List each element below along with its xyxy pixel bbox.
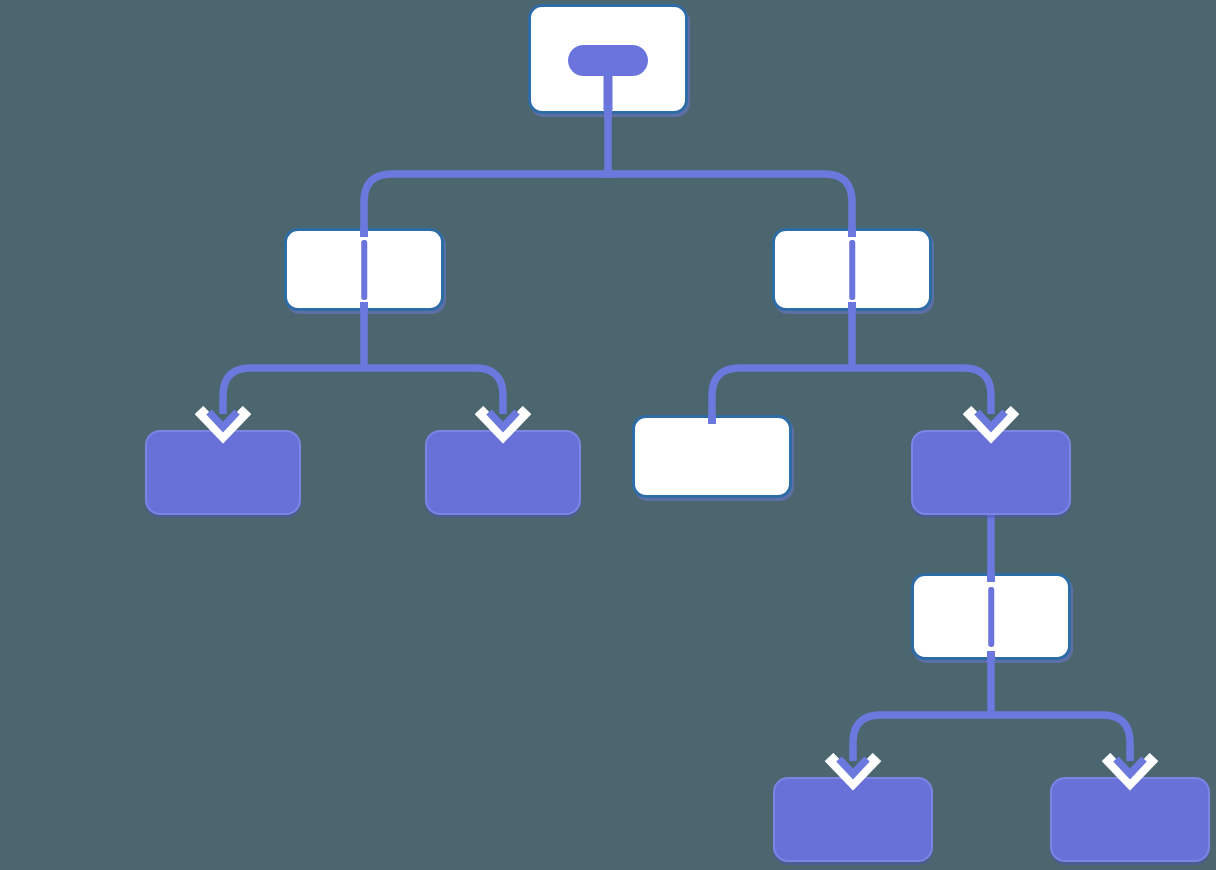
node-leaf-bottom-right[interactable]	[1050, 777, 1210, 862]
node-branch-bottom[interactable]	[911, 572, 1071, 661]
vertical-bar-icon	[361, 239, 367, 300]
node-branch-right[interactable]	[772, 227, 932, 312]
node-root[interactable]	[528, 4, 688, 115]
node-leaf-top-left[interactable]	[145, 430, 301, 515]
node-branch-left[interactable]	[284, 227, 444, 312]
vertical-bar-icon	[988, 586, 994, 647]
pill-stem-icon	[603, 73, 613, 110]
node-leaf-top-right[interactable]	[425, 430, 581, 515]
edge-branch-bottom-to-leaves[interactable]	[849, 711, 1134, 761]
pill-with-stem-icon	[568, 45, 648, 76]
edge-root-to-branches[interactable]	[360, 170, 856, 228]
vertical-bar-icon	[849, 239, 855, 300]
edge-branch-left-to-leaves[interactable]	[219, 364, 507, 414]
edge-branch-right-to-children[interactable]	[708, 364, 995, 416]
node-mid-purple[interactable]	[911, 430, 1071, 515]
node-leaf-bottom-left[interactable]	[773, 777, 933, 862]
node-empty[interactable]	[632, 414, 792, 498]
